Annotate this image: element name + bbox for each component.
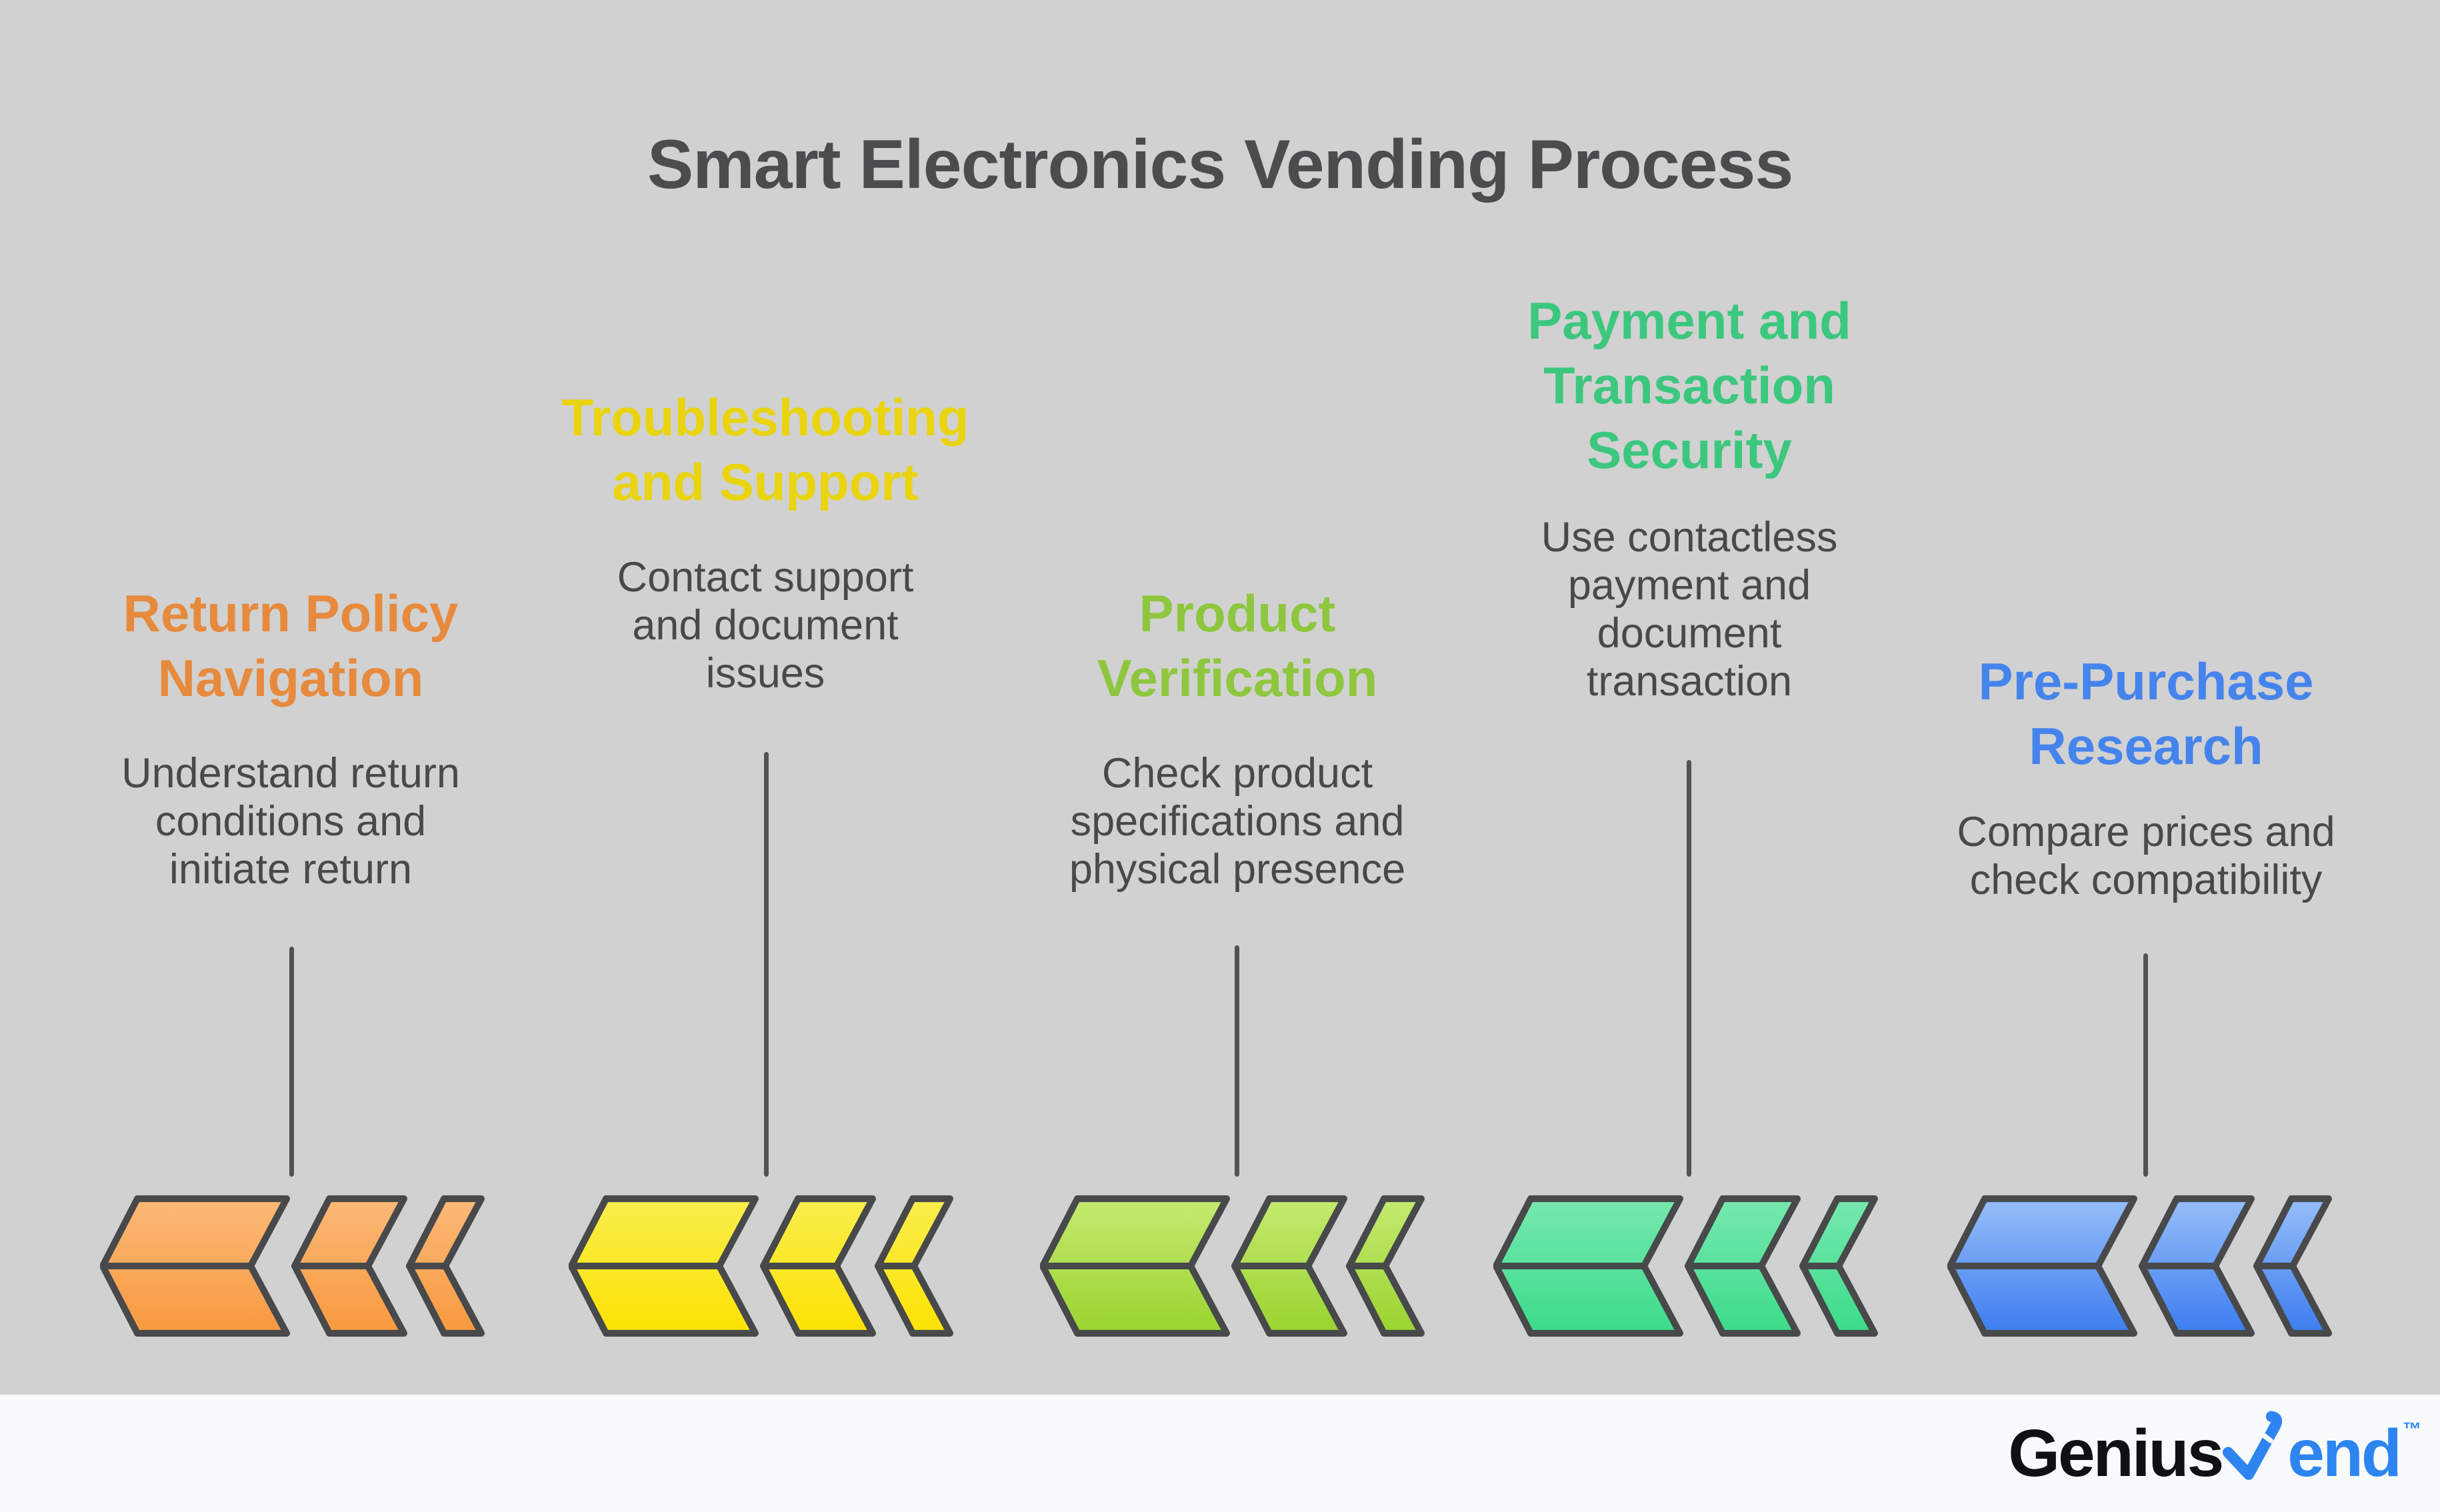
stage-column-product-verification: Product Verification Check product speci… — [1004, 581, 1471, 893]
stage-description: Understand return conditions and initiat… — [121, 750, 460, 893]
page-title: Smart Electronics Vending Process — [647, 126, 1793, 203]
chevron-arrow-icon — [100, 1195, 485, 1337]
chevron-arrow-icon — [569, 1195, 953, 1337]
connector-line — [1687, 760, 1691, 1177]
brand-logo: Genius end ™ — [2008, 1411, 2421, 1492]
stage-column-return-policy: Return Policy Navigation Understand retu… — [57, 581, 524, 893]
chevron-arrow-icon — [1947, 1195, 2332, 1337]
connector-line — [289, 947, 294, 1177]
chevron-arrow-icon — [1040, 1195, 1425, 1337]
stage-description: Check product specifications and physica… — [1069, 750, 1406, 893]
stage-column-troubleshooting: Troubleshooting and Support Contact supp… — [532, 385, 999, 697]
trademark-symbol: ™ — [2403, 1419, 2421, 1439]
connector-line — [2143, 953, 2148, 1177]
stage-title: Product Verification — [1097, 584, 1378, 707]
brand-logo-text-black: Genius — [2008, 1415, 2224, 1491]
stage-title: Troubleshooting and Support — [561, 388, 969, 511]
stage-column-payment-security: Payment and Transaction Security Use con… — [1456, 289, 1923, 705]
brand-logo-text-blue: end — [2287, 1415, 2402, 1491]
stage-description: Compare prices and check compatibility — [1957, 809, 2335, 903]
stage-description: Contact support and document issues — [617, 554, 914, 697]
stage-description: Use contactless payment and document tra… — [1541, 514, 1838, 705]
stage-title: Payment and Transaction Security — [1527, 291, 1851, 479]
stage-title: Return Policy Navigation — [123, 584, 459, 707]
checkmark-icon — [2219, 1409, 2293, 1487]
stage-column-pre-purchase: Pre-Purchase Research Compare prices and… — [1913, 649, 2379, 904]
connector-line — [764, 752, 769, 1177]
footer-bar: Genius end ™ — [0, 1395, 2440, 1512]
chevron-arrow-icon — [1493, 1195, 1878, 1337]
stage-title: Pre-Purchase Research — [1978, 652, 2314, 775]
connector-line — [1235, 945, 1239, 1177]
